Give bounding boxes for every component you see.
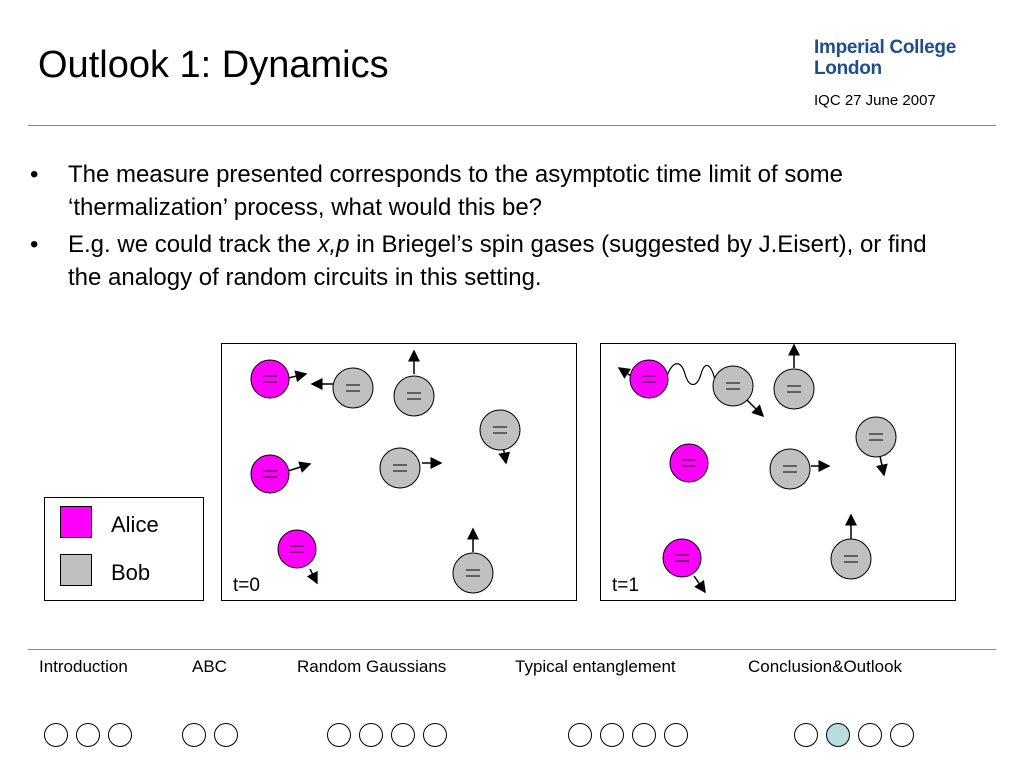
alice-swatch xyxy=(60,506,92,538)
nav-dot[interactable] xyxy=(858,723,882,747)
event-date: IQC 27 June 2007 xyxy=(814,92,936,109)
nav-dot-current[interactable] xyxy=(826,723,850,747)
nav-dots-typical-entanglement xyxy=(567,722,695,748)
bullet-item: • E.g. we could track the x,p in Briegel… xyxy=(30,228,930,294)
nav-section-typical-entanglement[interactable]: Typical entanglement xyxy=(515,657,676,676)
bob-particle xyxy=(393,375,435,417)
bullet-item: • The measure presented corresponds to t… xyxy=(30,158,930,224)
bullet-text: The measure presented corresponds to the… xyxy=(68,161,844,221)
nav-dots-random-gaussians xyxy=(326,722,454,748)
nav-dots-introduction xyxy=(43,722,139,748)
bob-particle xyxy=(479,409,521,451)
interaction-wave xyxy=(666,363,716,386)
bullet-text-start: E.g. we could track the xyxy=(68,231,318,258)
nav-dot[interactable] xyxy=(76,723,100,747)
nav-dot[interactable] xyxy=(44,723,68,747)
time-label-t1: t=1 xyxy=(612,575,639,596)
panel-t1: t=1 xyxy=(600,343,956,601)
imperial-college-logo: Imperial College London xyxy=(814,37,956,79)
alice-legend-label: Alice xyxy=(111,512,159,537)
bob-particle xyxy=(830,538,872,580)
slide-title: Outlook 1: Dynamics xyxy=(38,44,389,86)
legend-box: Alice Bob xyxy=(44,497,204,601)
nav-section-introduction[interactable]: Introduction xyxy=(39,657,128,676)
header-divider xyxy=(28,125,996,126)
alice-particle xyxy=(662,538,702,578)
bob-particle xyxy=(769,448,811,490)
logo-line-2: London xyxy=(814,58,882,79)
bob-swatch xyxy=(60,554,92,586)
panel-t0: t=0 xyxy=(221,343,577,601)
nav-dot[interactable] xyxy=(664,723,688,747)
nav-dot[interactable] xyxy=(890,723,914,747)
nav-dot[interactable] xyxy=(632,723,656,747)
bob-legend-label: Bob xyxy=(111,560,151,585)
footer-divider xyxy=(28,649,996,650)
logo-line-1: Imperial College xyxy=(814,37,956,58)
nav-dot[interactable] xyxy=(327,723,351,747)
nav-dot[interactable] xyxy=(359,723,383,747)
nav-dot[interactable] xyxy=(794,723,818,747)
alice-particle xyxy=(250,359,290,399)
nav-dot[interactable] xyxy=(108,723,132,747)
bullet-marker: • xyxy=(30,161,39,188)
bob-particle xyxy=(332,367,374,409)
alice-particle xyxy=(277,529,317,569)
bullet-marker: • xyxy=(30,231,39,258)
bob-particle xyxy=(855,416,897,458)
nav-dot[interactable] xyxy=(423,723,447,747)
alice-particle xyxy=(629,359,669,399)
bob-particle xyxy=(773,368,815,410)
nav-dots-conclusion-outlook xyxy=(793,722,921,748)
bob-particle xyxy=(452,552,494,594)
nav-dot[interactable] xyxy=(182,723,206,747)
nav-dot[interactable] xyxy=(391,723,415,747)
alice-particle xyxy=(669,443,709,483)
spin-gas-diagram-t0 xyxy=(250,349,521,594)
alice-particle xyxy=(250,454,290,494)
nav-section-random-gaussians[interactable]: Random Gaussians xyxy=(297,657,447,676)
bob-particle xyxy=(379,447,421,489)
bullet-list: • The measure presented corresponds to t… xyxy=(30,158,930,298)
nav-dot[interactable] xyxy=(600,723,624,747)
nav-section-abc[interactable]: ABC xyxy=(192,657,227,676)
bullet-text-end: in Briegel’s spin gases (suggested by J.… xyxy=(68,231,927,291)
bob-particle xyxy=(712,365,754,407)
nav-dots-abc xyxy=(181,722,245,748)
spin-gas-diagram-t1 xyxy=(617,344,897,594)
time-label-t0: t=0 xyxy=(233,575,260,596)
nav-dot[interactable] xyxy=(214,723,238,747)
nav-dot[interactable] xyxy=(568,723,592,747)
bullet-italic-term: x,p xyxy=(317,231,350,258)
nav-section-conclusion-outlook[interactable]: Conclusion&Outlook xyxy=(748,657,903,676)
